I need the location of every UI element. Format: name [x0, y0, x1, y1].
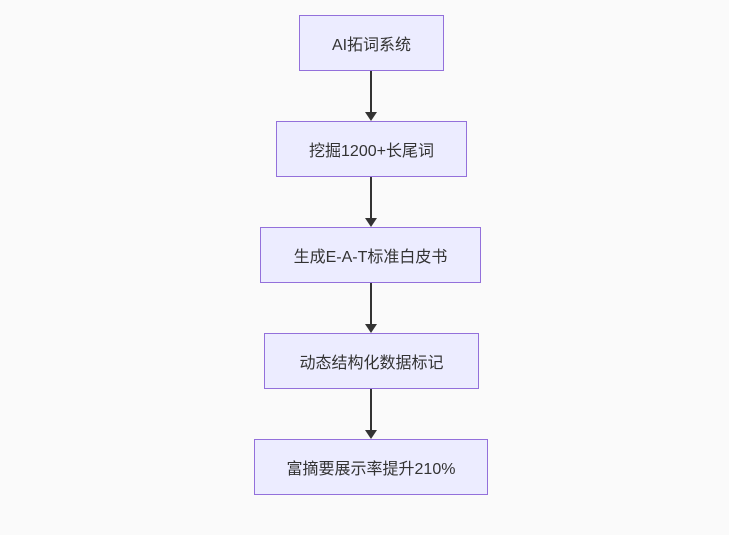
- flow-node-label: 富摘要展示率提升210%: [286, 461, 456, 478]
- flow-node-ai-word-expansion-system: AI拓词系统: [299, 15, 444, 71]
- arrow-shaft: [370, 283, 372, 324]
- flow-arrow-3: [365, 283, 377, 333]
- flow-node-label: 生成E-A-T标准白皮书: [293, 249, 448, 266]
- flow-node-generate-eat-whitepaper: 生成E-A-T标准白皮书: [260, 227, 481, 283]
- arrow-head-down-icon: [365, 324, 377, 333]
- flow-node-label: AI拓词系统: [331, 37, 412, 54]
- flow-arrow-4: [365, 389, 377, 439]
- arrow-shaft: [370, 71, 372, 112]
- arrow-head-down-icon: [365, 112, 377, 121]
- arrow-shaft: [370, 177, 372, 218]
- flow-node-label: 动态结构化数据标记: [299, 355, 444, 372]
- flow-node-mine-longtail-keywords: 挖掘1200+长尾词: [276, 121, 467, 177]
- flow-node-dynamic-structured-data-markup: 动态结构化数据标记: [264, 333, 479, 389]
- flow-node-rich-snippet-rate-increase: 富摘要展示率提升210%: [254, 439, 488, 495]
- flow-arrow-2: [365, 177, 377, 227]
- arrow-shaft: [370, 389, 372, 430]
- flow-node-label: 挖掘1200+长尾词: [309, 143, 434, 160]
- flow-arrow-1: [365, 71, 377, 121]
- arrow-head-down-icon: [365, 218, 377, 227]
- arrow-head-down-icon: [365, 430, 377, 439]
